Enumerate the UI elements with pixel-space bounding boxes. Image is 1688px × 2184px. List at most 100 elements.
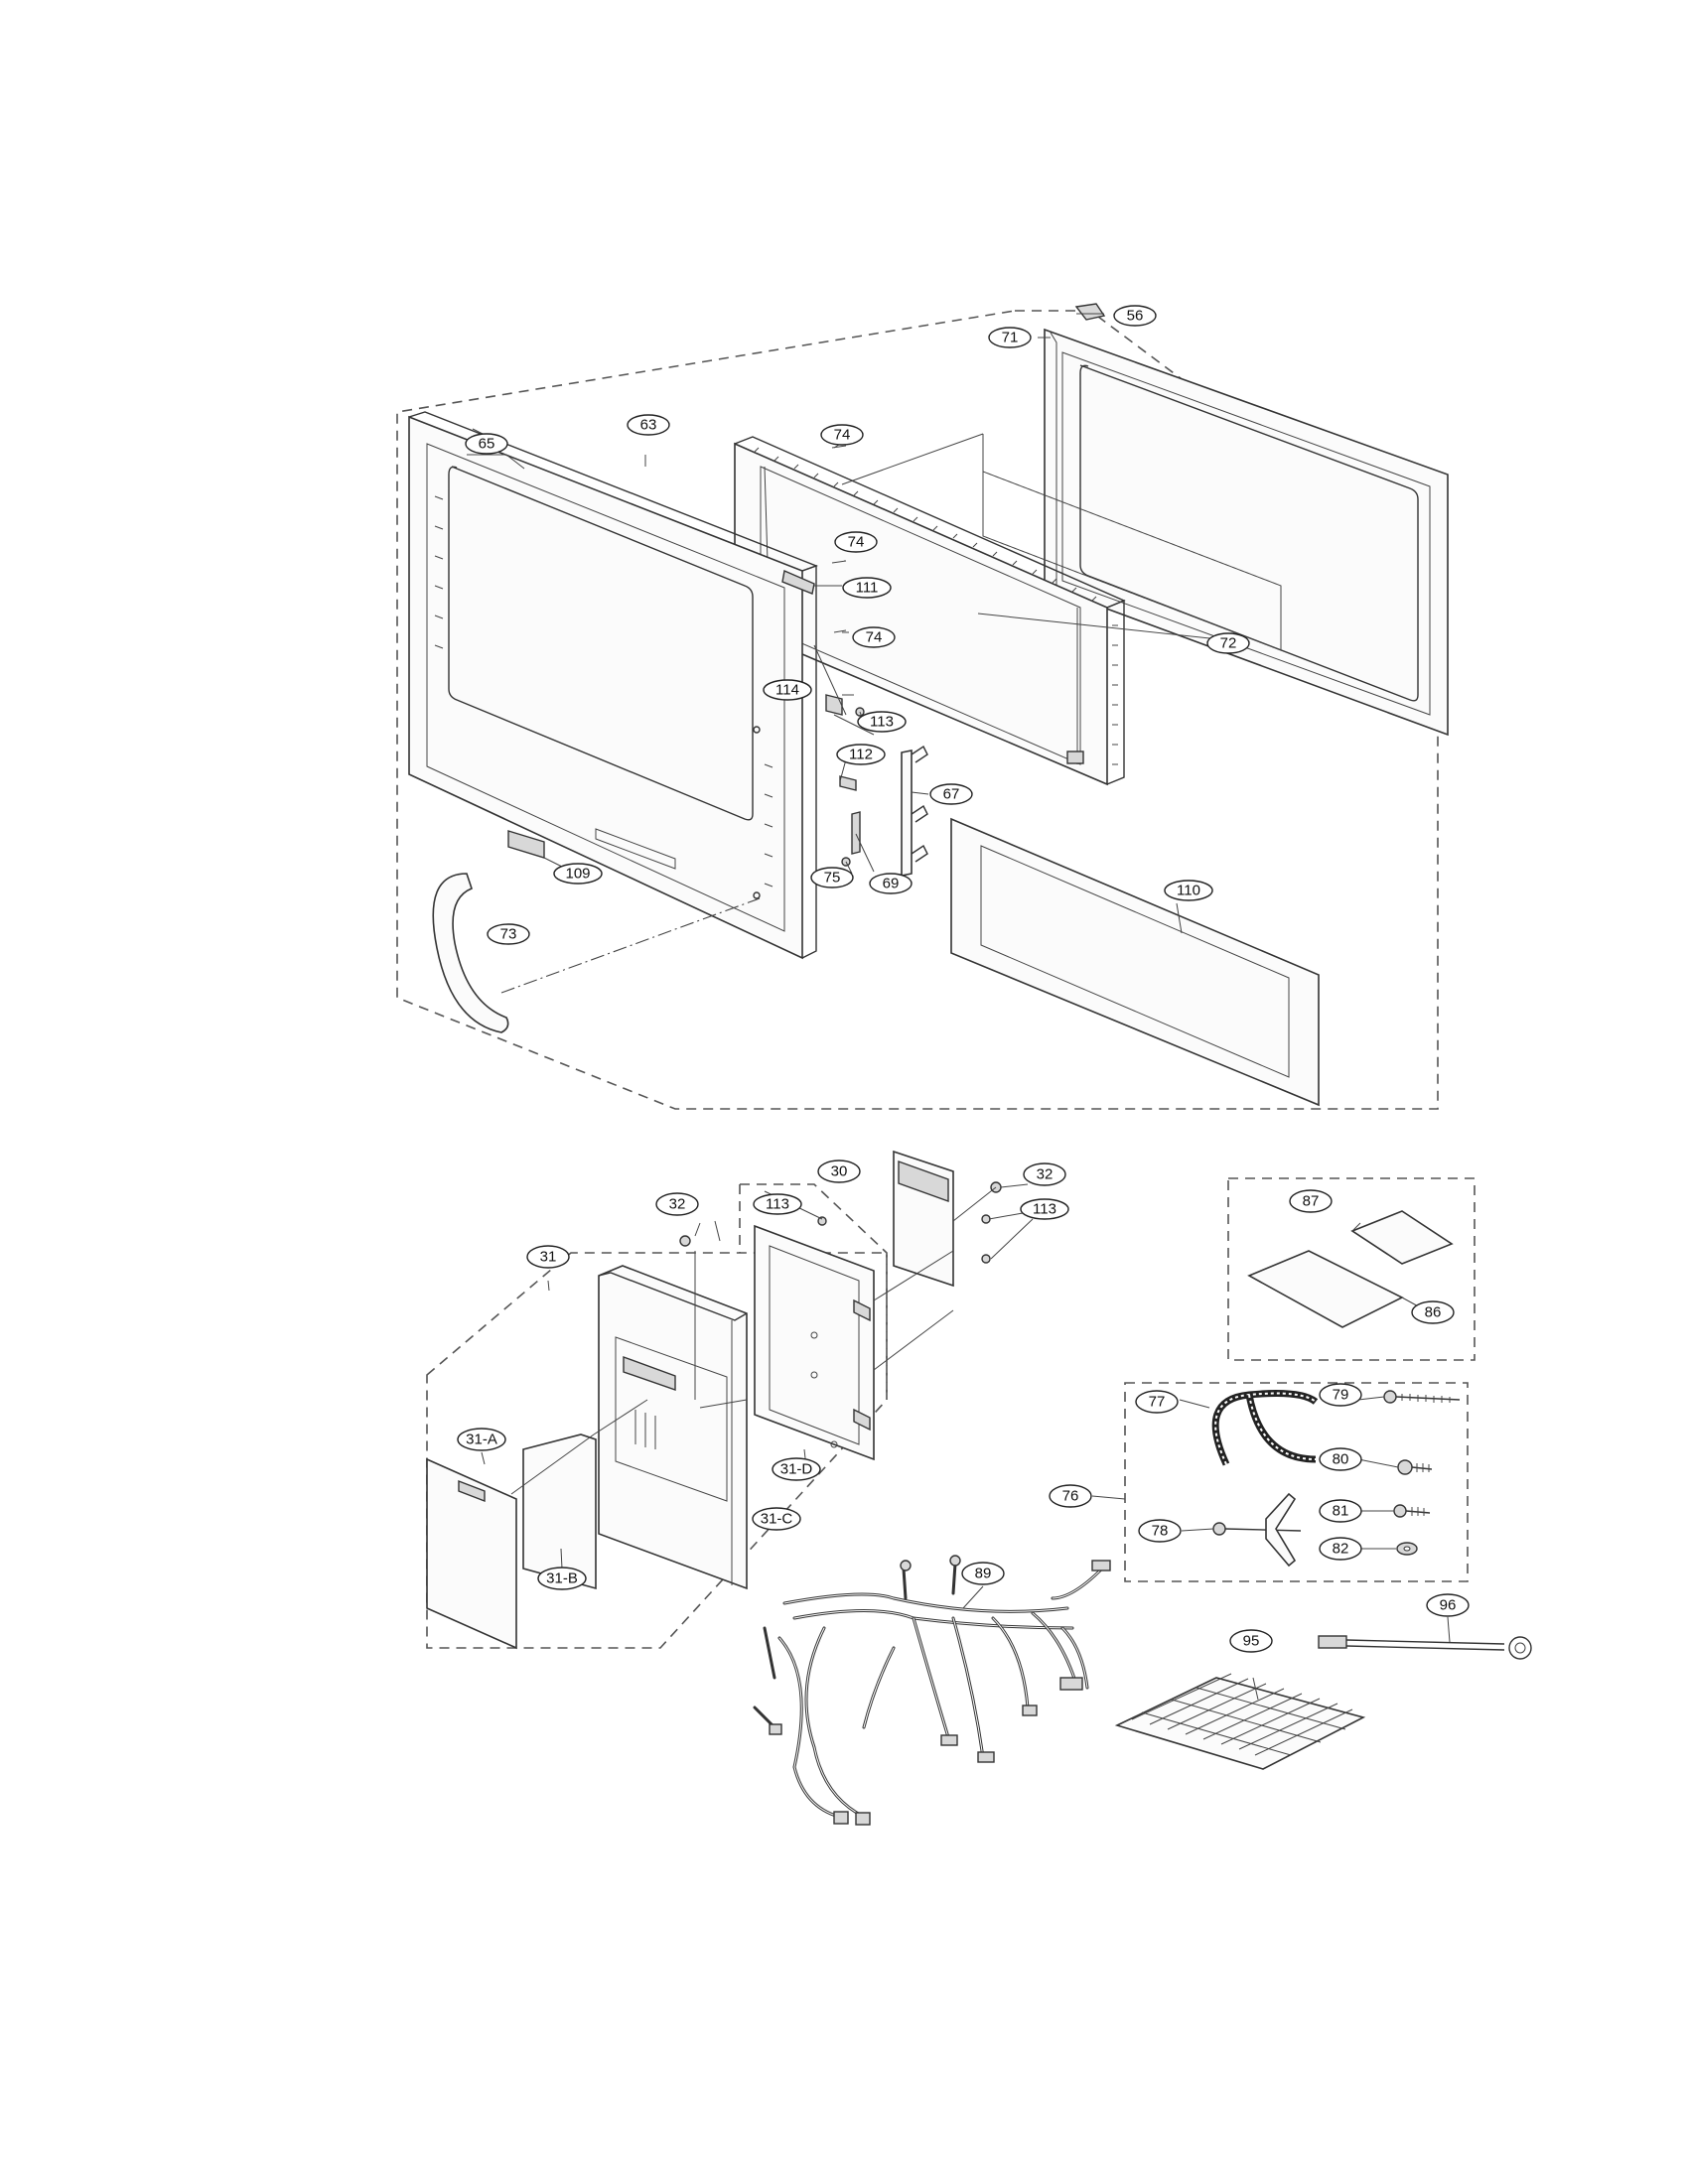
- screw-32-left: [679, 1235, 691, 1247]
- label-109: 109: [553, 863, 603, 885]
- label-32-left: 32: [655, 1192, 699, 1216]
- control-board: [754, 1224, 875, 1461]
- screw-113-mid: [817, 1216, 827, 1226]
- screw-80: [1397, 1459, 1433, 1475]
- control-panel-frame: [598, 1265, 748, 1590]
- label-31-c: 31-C: [752, 1507, 801, 1531]
- label-text-32-left: 32: [669, 1196, 686, 1213]
- label-text-113-upper: 113: [870, 714, 894, 731]
- label-text-31-b: 31-B: [546, 1570, 578, 1587]
- screw-113-right-b: [981, 1254, 991, 1264]
- documents-boundary: [1227, 1177, 1476, 1361]
- label-text-113-mid: 113: [766, 1196, 789, 1213]
- door-assembly-group: [396, 303, 1449, 1110]
- label-text-77: 77: [1149, 1394, 1166, 1411]
- label-77: 77: [1135, 1390, 1179, 1414]
- label-text-65: 65: [479, 436, 495, 453]
- manual-87: [1350, 1210, 1454, 1265]
- label-65: 65: [465, 433, 508, 455]
- label-text-111: 111: [856, 580, 879, 597]
- label-96: 96: [1426, 1593, 1470, 1617]
- door-outer-glass: [950, 817, 1320, 1107]
- label-74-top: 74: [820, 424, 864, 446]
- label-text-109: 109: [565, 866, 590, 883]
- label-text-81: 81: [1333, 1503, 1349, 1520]
- control-film-31b: [522, 1433, 597, 1590]
- label-86: 86: [1411, 1300, 1455, 1324]
- control-board-boundary: [740, 1183, 888, 1400]
- label-text-114: 114: [775, 682, 799, 699]
- label-87: 87: [1289, 1189, 1333, 1213]
- label-text-31: 31: [540, 1249, 557, 1266]
- control-panel-boundary: [426, 1252, 888, 1649]
- latch-114: [825, 694, 843, 716]
- label-text-87: 87: [1303, 1193, 1320, 1210]
- label-74-low: 74: [852, 626, 896, 648]
- label-113-upper: 113: [857, 711, 907, 733]
- label-31: 31: [526, 1245, 570, 1269]
- label-text-71: 71: [1002, 330, 1019, 346]
- label-text-79: 79: [1333, 1387, 1349, 1404]
- door-clip: [1074, 303, 1106, 321]
- label-text-112: 112: [849, 747, 873, 763]
- label-text-30: 30: [831, 1163, 848, 1180]
- hardware-boundary: [1124, 1382, 1469, 1582]
- label-71: 71: [988, 327, 1032, 348]
- label-text-76: 76: [1062, 1488, 1079, 1505]
- label-81: 81: [1319, 1499, 1362, 1523]
- hardware-group: [1091, 1382, 1469, 1582]
- label-text-63: 63: [640, 417, 657, 434]
- oven-rack-95: [1114, 1673, 1366, 1770]
- label-67: 67: [929, 783, 973, 805]
- label-95: 95: [1229, 1629, 1273, 1653]
- label-text-73: 73: [500, 926, 517, 943]
- label-text-95: 95: [1243, 1633, 1260, 1650]
- label-73: 73: [487, 923, 530, 945]
- label-80: 80: [1319, 1447, 1362, 1471]
- label-text-80: 80: [1333, 1451, 1349, 1468]
- label-76: 76: [1049, 1484, 1092, 1508]
- documents-group: [1227, 1177, 1476, 1361]
- toggle-bolt-78: [1212, 1492, 1302, 1568]
- label-text-31-c: 31-C: [761, 1511, 793, 1528]
- label-text-74-low: 74: [866, 629, 883, 646]
- door-latch-111: [781, 570, 815, 595]
- label-89: 89: [961, 1562, 1005, 1585]
- label-text-89: 89: [975, 1566, 992, 1582]
- label-110: 110: [1164, 880, 1213, 901]
- label-text-31-a: 31-A: [466, 1432, 497, 1448]
- label-63: 63: [627, 414, 670, 436]
- label-text-113-right: 113: [1033, 1201, 1056, 1218]
- label-114: 114: [763, 679, 812, 701]
- manual-86: [1247, 1250, 1404, 1328]
- screw-79: [1383, 1390, 1461, 1404]
- label-56: 56: [1113, 305, 1157, 327]
- label-text-86: 86: [1425, 1304, 1442, 1321]
- label-text-82: 82: [1333, 1541, 1349, 1558]
- label-111: 111: [842, 577, 892, 599]
- label-30: 30: [817, 1160, 861, 1183]
- label-text-78: 78: [1152, 1523, 1169, 1540]
- label-75: 75: [810, 867, 854, 888]
- label-text-69: 69: [883, 876, 900, 892]
- door-inner-frame: [1044, 328, 1449, 737]
- screw-81: [1393, 1504, 1431, 1518]
- label-72: 72: [1206, 632, 1250, 654]
- label-text-67: 67: [943, 786, 960, 803]
- door-front-panel: [408, 411, 818, 960]
- latch-hook-67: [901, 745, 928, 877]
- screw-113-right-a: [981, 1214, 991, 1224]
- control-assembly-group: [426, 1150, 1034, 1650]
- label-31-a: 31-A: [457, 1428, 506, 1451]
- label-text-56: 56: [1127, 308, 1144, 325]
- wire-harness: [753, 1555, 1111, 1826]
- label-text-110: 110: [1177, 883, 1200, 899]
- label-text-74-mid: 74: [848, 534, 865, 551]
- label-78: 78: [1138, 1519, 1182, 1543]
- label-69: 69: [869, 873, 913, 894]
- spring-69: [851, 811, 861, 855]
- label-79: 79: [1319, 1383, 1362, 1407]
- label-31-b: 31-B: [537, 1567, 587, 1590]
- label-113-mid: 113: [753, 1193, 802, 1215]
